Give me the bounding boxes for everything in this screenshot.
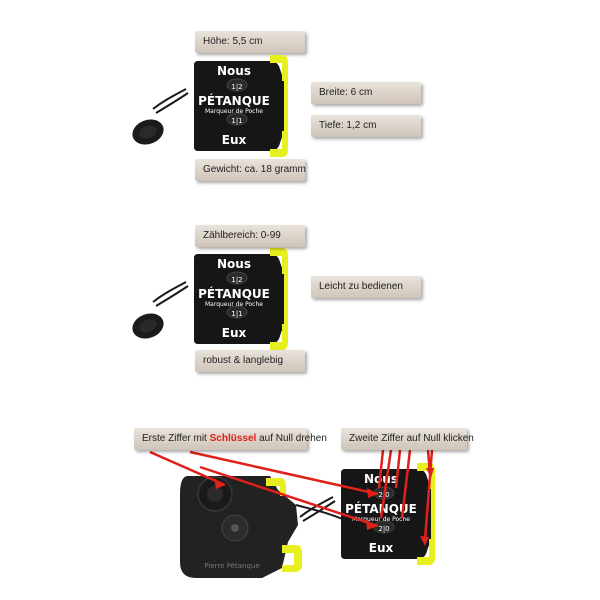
- device-front-2: Nous 1|2 PÉTANQUE Marqueur de Poche 1|1 …: [152, 247, 289, 351]
- key-tag-icon-1: [128, 115, 168, 149]
- easy-to-use-label: Leicht zu bedienen: [311, 276, 421, 298]
- second-digit-label: Zweite Ziffer auf Null klicken: [341, 428, 474, 450]
- device-sub: Marqueur de Poche: [205, 108, 263, 115]
- device-sub: Marqueur de Poche: [205, 301, 263, 308]
- back-brand-text: Pierre Pétanque: [204, 562, 259, 570]
- device-bottom-text: Eux: [222, 133, 247, 147]
- first-digit-suffix: auf Null drehen: [256, 433, 327, 444]
- first-digit-prefix: Erste Ziffer mit: [142, 433, 210, 444]
- depth-label: Tiefe: 1,2 cm: [311, 115, 421, 137]
- height-label: Höhe: 5,5 cm: [195, 31, 305, 53]
- device-front-3: Nous 2|0 PÉTANQUE Marqueur de Poche 2|0 …: [299, 462, 436, 566]
- counting-range-label: Zählbereich: 0-99: [195, 225, 305, 247]
- device-brand: PÉTANQUE: [198, 93, 270, 108]
- device-bottom-text: Eux: [369, 541, 394, 555]
- device-counter-top: 1|2: [231, 276, 242, 284]
- device-sub: Marqueur de Poche: [352, 516, 410, 523]
- device-bottom-text: Eux: [222, 326, 247, 340]
- device-front-1: Nous 1|2 PÉTANQUE Marqueur de Poche 1|1 …: [152, 54, 289, 158]
- device-counter-bottom: 1|1: [231, 117, 242, 125]
- device-counter-bottom: 1|1: [231, 310, 242, 318]
- width-label: Breite: 6 cm: [311, 82, 421, 104]
- device-brand: PÉTANQUE: [198, 286, 270, 301]
- device-top-text: Nous: [217, 257, 251, 271]
- first-digit-key: Schlüssel: [209, 433, 257, 444]
- weight-label: Gewicht: ca. 18 gramm: [195, 159, 306, 181]
- device-back: Pierre Pétanque: [180, 476, 346, 578]
- robust-label: robust & langlebig: [195, 350, 305, 372]
- device-top-text: Nous: [217, 64, 251, 78]
- device-counter-top: 1|2: [231, 83, 242, 91]
- key-tag-icon-2: [128, 309, 168, 343]
- device-brand: PÉTANQUE: [345, 501, 417, 516]
- first-digit-label: Erste Ziffer mit Schlüssel auf Null dreh…: [134, 428, 327, 450]
- device-counter-bottom-zero: 2|0: [378, 525, 389, 533]
- instruction-arrows: [149, 449, 434, 546]
